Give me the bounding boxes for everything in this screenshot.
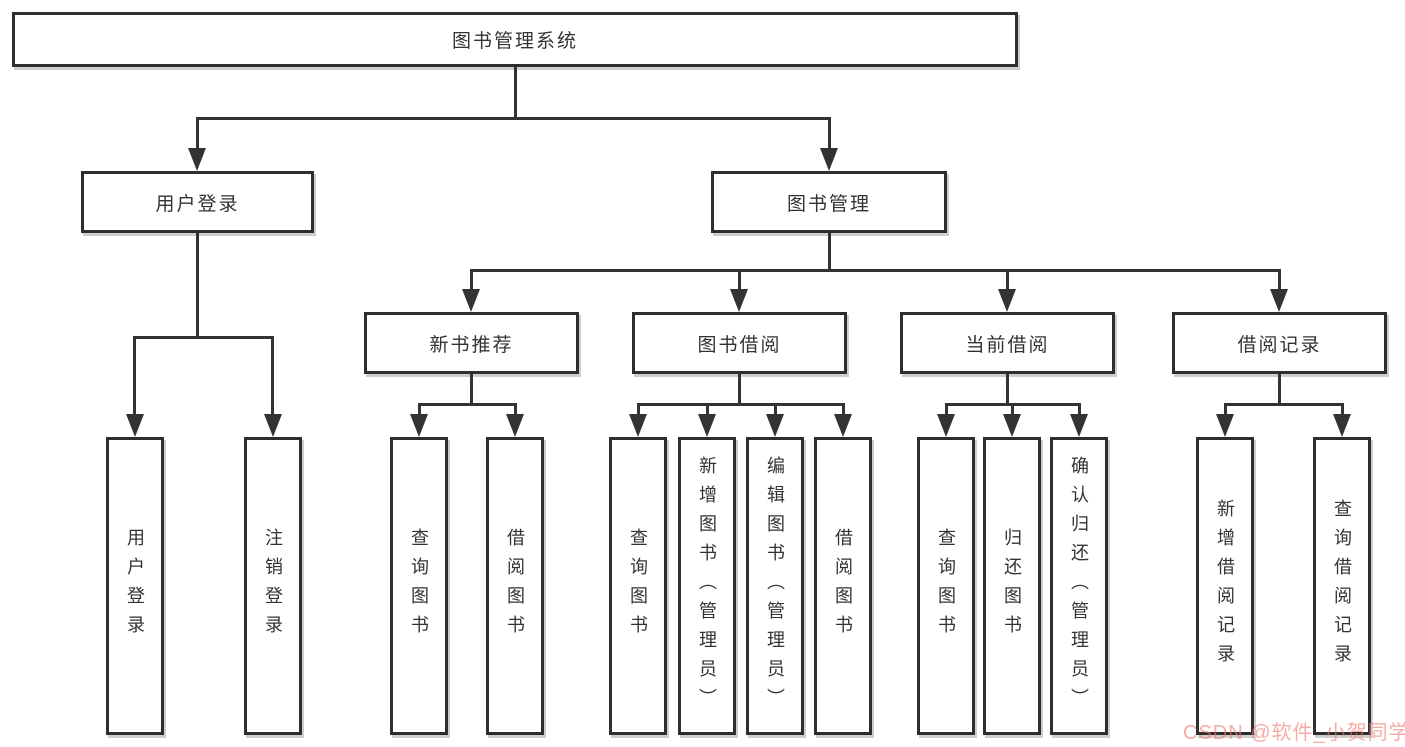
node-book-management: 图书管理 — [711, 171, 947, 233]
connector-stub — [706, 403, 709, 418]
node-root-label: 图书管理系统 — [451, 31, 578, 52]
node-confirm-return-admin: 确认归还（管理员） — [1050, 437, 1108, 735]
arrowhead-down-icon — [698, 414, 716, 437]
connector-book-stem — [828, 233, 831, 272]
connector-stub — [945, 403, 948, 418]
arrowhead-down-icon — [629, 414, 647, 437]
node-root: 图书管理系统 — [12, 12, 1018, 67]
node-user-login-label: 用户登录 — [155, 193, 240, 215]
connector-stub — [1011, 403, 1014, 418]
arrowhead-down-icon — [1070, 414, 1088, 437]
connector-stub — [1341, 403, 1344, 418]
connector-stub — [133, 336, 136, 418]
arrowhead-down-icon — [998, 289, 1016, 312]
node-add-borrow-record-label: 新增借阅记录 — [1215, 499, 1235, 673]
arrowhead-down-icon — [462, 289, 480, 312]
node-borrow-books: 借阅图书 — [814, 437, 872, 735]
node-user-login-leaf: 用户登录 — [106, 437, 164, 735]
connector-level1-rail — [196, 117, 831, 120]
node-book-borrowing-label: 图书借阅 — [697, 334, 782, 356]
connector-stub — [842, 403, 845, 418]
connector-stub — [196, 117, 199, 152]
node-new-book-recommendation-label: 新书推荐 — [429, 334, 514, 356]
node-query-books-current: 查询图书 — [917, 437, 975, 735]
csdn-watermark: CSDN @软件_小贺同学 — [1183, 722, 1405, 744]
connector-stub — [470, 269, 473, 293]
connector-user-rail — [133, 336, 274, 339]
node-borrowing-records-label: 借阅记录 — [1237, 334, 1322, 356]
node-book-management-label: 图书管理 — [786, 193, 871, 215]
connector-stub — [418, 403, 421, 418]
node-logout: 注销登录 — [244, 437, 302, 735]
node-current-borrowing-label: 当前借阅 — [965, 334, 1050, 356]
node-add-books-admin: 新增图书（管理员） — [678, 437, 736, 735]
connector-stub — [1006, 269, 1009, 293]
node-user-login-leaf-label: 用户登录 — [125, 528, 145, 644]
node-edit-books-admin-label: 编辑图书（管理员） — [765, 455, 785, 717]
arrowhead-down-icon — [188, 148, 206, 171]
node-current-borrowing: 当前借阅 — [900, 312, 1115, 374]
arrowhead-down-icon — [834, 414, 852, 437]
connector-stub — [738, 269, 741, 293]
node-new-book-recommendation: 新书推荐 — [364, 312, 579, 374]
node-user-login: 用户登录 — [81, 171, 314, 233]
node-return-books-label: 归还图书 — [1002, 528, 1022, 644]
connector-section-rail — [637, 403, 845, 406]
connector-stub — [1278, 269, 1281, 293]
arrowhead-down-icon — [506, 414, 524, 437]
node-query-books-recommend-label: 查询图书 — [409, 528, 429, 644]
node-query-books-borrowing: 查询图书 — [609, 437, 667, 735]
node-add-borrow-record: 新增借阅记录 — [1196, 437, 1254, 735]
arrowhead-down-icon — [1333, 414, 1351, 437]
node-borrow-books-label: 借阅图书 — [833, 528, 853, 644]
node-return-books: 归还图书 — [983, 437, 1041, 735]
connector-section-stem — [738, 374, 741, 406]
arrowhead-down-icon — [820, 148, 838, 171]
arrowhead-down-icon — [1270, 289, 1288, 312]
connector-stub — [514, 403, 517, 418]
arrowhead-down-icon — [730, 289, 748, 312]
node-query-books-borrowing-label: 查询图书 — [628, 528, 648, 644]
node-query-books-recommend: 查询图书 — [390, 437, 448, 735]
connector-stub — [1224, 403, 1227, 418]
connector-section-stem — [1278, 374, 1281, 406]
node-query-borrow-record-label: 查询借阅记录 — [1332, 499, 1352, 673]
arrowhead-down-icon — [1003, 414, 1021, 437]
connector-level3-rail — [470, 269, 1281, 272]
arrowhead-down-icon — [1216, 414, 1234, 437]
connector-stub — [1078, 403, 1081, 418]
connector-stub — [774, 403, 777, 418]
connector-stub — [271, 336, 274, 418]
node-logout-label: 注销登录 — [263, 528, 283, 644]
node-query-books-current-label: 查询图书 — [936, 528, 956, 644]
connector-section-stem — [1006, 374, 1009, 406]
node-confirm-return-admin-label: 确认归还（管理员） — [1069, 455, 1089, 717]
arrowhead-down-icon — [126, 414, 144, 437]
connector-section-stem — [470, 374, 473, 406]
connector-root-stem — [514, 67, 517, 119]
connector-stub — [828, 117, 831, 152]
node-borrowing-records: 借阅记录 — [1172, 312, 1387, 374]
node-book-borrowing: 图书借阅 — [632, 312, 847, 374]
node-borrow-books-recommend-label: 借阅图书 — [505, 528, 525, 644]
arrowhead-down-icon — [410, 414, 428, 437]
arrowhead-down-icon — [766, 414, 784, 437]
connector-section-rail — [418, 403, 517, 406]
node-borrow-books-recommend: 借阅图书 — [486, 437, 544, 735]
node-edit-books-admin: 编辑图书（管理员） — [746, 437, 804, 735]
connector-stub — [637, 403, 640, 418]
arrowhead-down-icon — [937, 414, 955, 437]
connector-section-rail — [1224, 403, 1343, 406]
node-add-books-admin-label: 新增图书（管理员） — [697, 455, 717, 717]
arrowhead-down-icon — [264, 414, 282, 437]
connector-user-stem — [196, 233, 199, 339]
node-query-borrow-record: 查询借阅记录 — [1313, 437, 1371, 735]
